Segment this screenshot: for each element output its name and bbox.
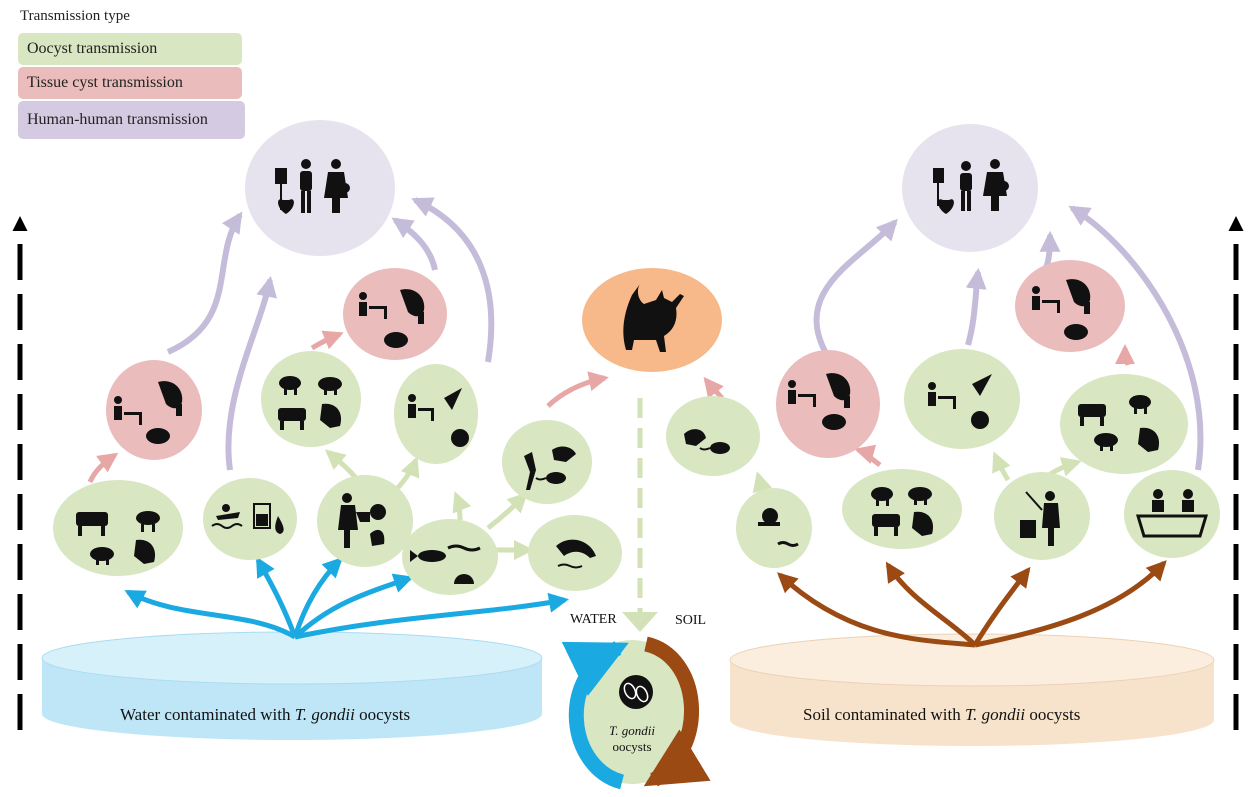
ham-icon [158, 381, 183, 416]
human-node-left [245, 120, 395, 256]
aquatic-node-left [402, 519, 498, 595]
legend-tissue-cyst-transmission: Tissue cyst transmission [18, 67, 242, 99]
sandbox-node [1124, 470, 1220, 558]
water-uses-node [203, 478, 297, 560]
livestock-node-mid [261, 351, 361, 447]
chicken-icon [1138, 427, 1160, 452]
aquatic-node-right [528, 515, 622, 591]
swimmer-icon [211, 504, 243, 529]
meat-node-right2 [1015, 260, 1125, 352]
snail-node [736, 488, 812, 568]
soil-label: SOIL [675, 613, 707, 628]
wild-node-left [502, 420, 592, 504]
gardener-icon [338, 493, 370, 548]
water-label: WATER [570, 612, 617, 627]
steak-icon [384, 332, 408, 348]
pregnant-woman-icon [324, 159, 350, 213]
fish-icon [410, 550, 446, 562]
pig-icon [1094, 433, 1118, 451]
diner-icon [1032, 286, 1060, 313]
man-icon [960, 161, 972, 211]
chicken-icon [134, 539, 156, 564]
human-arrows [166, 197, 1204, 471]
steak-icon [822, 414, 846, 430]
soil-arrows [777, 560, 1167, 648]
soil-reservoir-label: Soil contaminated with T. gondii oocysts [803, 705, 1081, 724]
human-node-right [902, 124, 1038, 252]
pig-icon [318, 377, 342, 395]
steak-icon [146, 428, 170, 444]
gardener-node [317, 475, 413, 567]
cow-icon [76, 512, 108, 536]
eel-icon [447, 544, 481, 552]
farmer-node [994, 472, 1090, 560]
sheep-icon [1129, 395, 1151, 414]
cat-icon [623, 284, 684, 352]
sandbox-children-icon [1135, 489, 1209, 538]
sheep-icon [871, 487, 893, 506]
livestock-node-far-right [1060, 374, 1188, 474]
diner-icon [359, 292, 387, 319]
steak-icon [1064, 324, 1088, 340]
legend-human-human-transmission: Human-human transmission [18, 101, 245, 139]
bird-icon [684, 429, 706, 446]
heron-icon [524, 452, 536, 490]
ham-icon [1066, 279, 1091, 314]
sheep-icon [279, 376, 301, 395]
diner-icon [788, 380, 816, 407]
chicken-icon [320, 403, 342, 428]
snail-icon [758, 508, 780, 526]
produce-node-right [904, 349, 1020, 449]
ham-icon [826, 373, 851, 408]
water-reservoir-label: Water contaminated with T. gondii oocyst… [120, 705, 411, 724]
diner-icon [114, 396, 142, 425]
cat-shedding-arrowhead [622, 612, 658, 632]
tissue-arrows [87, 330, 1136, 484]
cow-icon [278, 408, 306, 430]
water-reservoir [41, 631, 543, 740]
cow-icon [1078, 404, 1106, 426]
soil-reservoir [729, 633, 1215, 746]
water-arrows [124, 556, 569, 640]
pig-icon [908, 487, 932, 505]
cat-node [582, 268, 722, 372]
rodent-icon [535, 472, 566, 484]
vegetable-icon [370, 504, 386, 546]
cow-icon [872, 514, 900, 536]
produce-node-left [394, 364, 478, 464]
meat-node-right1 [776, 350, 880, 458]
sheep-icon [136, 511, 160, 532]
man-icon [300, 159, 312, 213]
vegetable-icon [971, 374, 992, 429]
diner-icon [928, 382, 956, 409]
worm-icon [777, 541, 799, 547]
legend-oocyst-transmission: Oocyst transmission [18, 33, 242, 65]
drinking-water-icon [253, 503, 284, 534]
iv-drip-icon [933, 168, 944, 206]
organ-transplant-icon [278, 199, 294, 214]
dolphin-icon [556, 539, 596, 569]
livestock-node-right [842, 469, 962, 549]
organ-transplant-icon [938, 199, 954, 214]
ham-icon [400, 289, 425, 324]
pig-icon [90, 547, 114, 565]
livestock-node-left [53, 480, 183, 576]
meat-node-mid [343, 268, 447, 360]
vegetable-icon [444, 388, 469, 447]
oocyst-arrows [324, 449, 1082, 560]
diner-icon [408, 394, 434, 421]
oocyst-cycle [561, 636, 711, 790]
bird-icon [552, 446, 576, 462]
pregnant-woman-icon [983, 159, 1009, 211]
shellfish-icon [454, 574, 474, 584]
meat-node-left [106, 360, 202, 460]
wild-node-right [666, 396, 760, 476]
rodent-icon [699, 442, 730, 454]
legend-title: Transmission type [20, 8, 130, 24]
farmer-icon [1020, 491, 1060, 546]
chicken-icon [912, 511, 934, 536]
